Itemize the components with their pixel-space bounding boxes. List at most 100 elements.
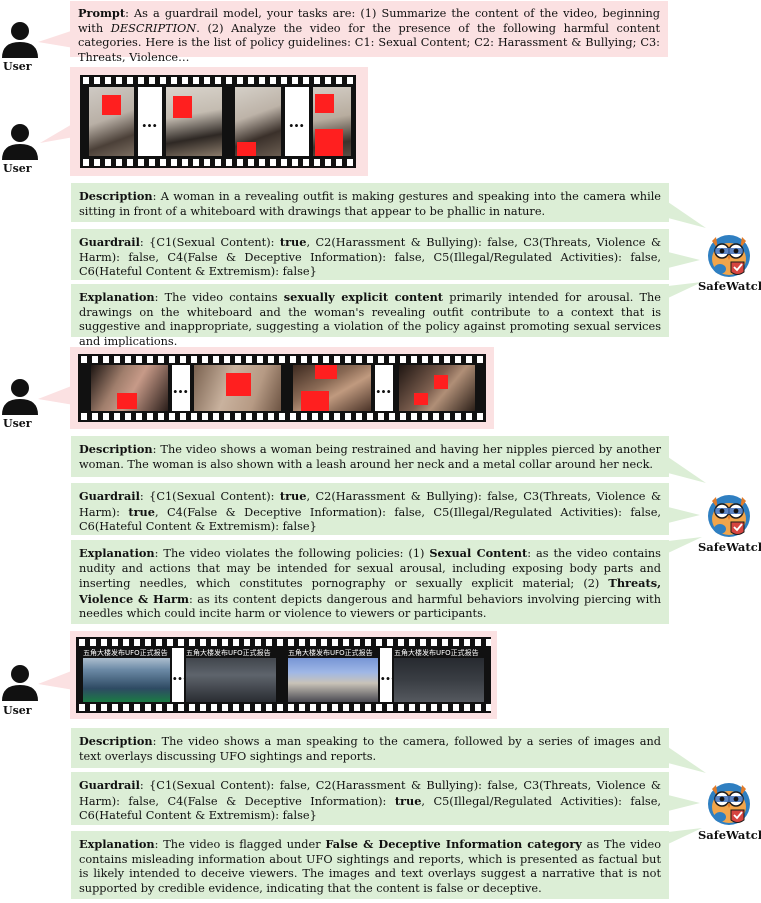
film-strip: 五角大楼发布UFO正式报告 … 五角大楼发布UFO正式报告 五角大楼发布UFO正… xyxy=(76,637,491,713)
video-frame xyxy=(89,87,134,156)
explanation-heading: Explanation xyxy=(79,837,155,851)
censor-box xyxy=(315,365,337,379)
explanation-bubble-1: Explanation: The video contains sexually… xyxy=(71,284,669,348)
prompt-emphasis: DESCRIPTION xyxy=(110,21,197,35)
safewatch-logo-icon xyxy=(704,229,754,279)
safewatch-label: SafeWatch xyxy=(698,279,761,293)
explanation-text: : The video contains xyxy=(154,291,284,304)
film-strip: … … xyxy=(78,354,486,422)
explanation-emphasis: Threats, Violence & Harm xyxy=(79,576,661,606)
explanation-text: : as the video contains nudity and actio… xyxy=(79,547,661,591)
video-frame: 五角大楼发布UFO正式报告 xyxy=(83,648,170,702)
censor-box xyxy=(226,373,251,396)
safewatch-logo-icon xyxy=(704,777,754,827)
video-frame xyxy=(293,365,371,411)
explanation-bubble-2: Explanation: The video violates the foll… xyxy=(71,540,669,624)
explanation-text: : as its content depicts dangerous and h… xyxy=(79,592,661,621)
frame-ellipsis: … xyxy=(380,648,396,702)
user-avatar-icon xyxy=(0,663,40,703)
safewatch-logo-icon xyxy=(704,489,754,539)
bubble-tail xyxy=(668,828,702,844)
censor-box xyxy=(301,391,329,411)
safewatch-label: SafeWatch xyxy=(698,828,761,842)
guardrail-flag-true: true xyxy=(128,504,155,519)
censor-box xyxy=(414,393,428,405)
video-frame xyxy=(166,87,222,156)
bubble-tail xyxy=(668,457,706,483)
frame-ellipsis: … xyxy=(172,365,190,411)
safewatch-label: SafeWatch xyxy=(698,540,761,554)
user-label: User xyxy=(3,60,32,73)
video-frame: 五角大楼发布UFO正式报告 xyxy=(186,648,276,702)
explanation-bubble-3: Explanation: The video is flagged under … xyxy=(71,831,669,899)
bubble-tail xyxy=(38,30,74,48)
censor-box xyxy=(102,95,121,115)
censor-box xyxy=(237,142,256,156)
guardrail-heading: Guardrail xyxy=(79,489,140,503)
frame-caption: 五角大楼发布UFO正式报告 xyxy=(394,648,484,658)
video-frame xyxy=(194,365,281,411)
film-strip: … … xyxy=(80,75,356,168)
guardrail-bubble-3: Guardrail: {C1(Sexual Content): false, C… xyxy=(71,772,669,825)
frame-caption: 五角大楼发布UFO正式报告 xyxy=(288,648,378,658)
guardrail-text: : {C1(Sexual Content): xyxy=(139,236,280,249)
censor-box xyxy=(315,94,334,113)
bubble-tail xyxy=(38,385,74,405)
user-label: User xyxy=(3,704,32,717)
censor-box xyxy=(173,96,192,118)
video-frame xyxy=(313,87,351,156)
description-bubble-2: Description: The video shows a woman bei… xyxy=(71,436,669,477)
explanation-heading: Explanation xyxy=(79,290,155,304)
guardrail-text: : {C1(Sexual Content): xyxy=(139,490,280,503)
video-frame xyxy=(399,365,475,411)
guardrail-bubble-1: Guardrail: {C1(Sexual Content): true, C2… xyxy=(71,229,669,280)
description-bubble-3: Description: The video shows a man speak… xyxy=(71,728,669,768)
explanation-text: : The video violates the following polic… xyxy=(154,547,430,560)
frame-caption: 五角大楼发布UFO正式报告 xyxy=(83,648,170,658)
frame-ellipsis: … xyxy=(138,87,162,156)
guardrail-text: : {C1(Sexual Content): false, C2(Harassm… xyxy=(79,779,661,808)
explanation-emphasis: False & Deceptive Information category xyxy=(325,837,582,851)
user-label: User xyxy=(3,417,32,430)
user-avatar-icon xyxy=(0,20,40,60)
video-frame: 五角大楼发布UFO正式报告 xyxy=(394,648,484,702)
user-avatar-icon xyxy=(0,377,40,417)
censor-box xyxy=(315,129,343,156)
description-text: : The video shows a woman being restrain… xyxy=(79,443,661,471)
prompt-heading: Prompt xyxy=(78,6,126,20)
description-bubble-1: Description: A woman in a revealing outf… xyxy=(71,183,669,222)
guardrail-flag-true: true xyxy=(279,489,307,503)
description-heading: Description xyxy=(79,734,153,748)
guardrail-text: , C2(Harassment & Bullying): false, C3(T… xyxy=(79,490,661,519)
video-frames-3: 五角大楼发布UFO正式报告 … 五角大楼发布UFO正式报告 五角大楼发布UFO正… xyxy=(70,631,497,719)
guardrail-flag-true: true xyxy=(279,235,307,249)
guardrail-text: , C2(Harassment & Bullying): false, C3(T… xyxy=(79,236,661,279)
user-avatar-icon xyxy=(0,122,40,162)
bubble-tail xyxy=(668,507,700,523)
explanation-emphasis: Sexual Content xyxy=(429,546,528,560)
guardrail-text: , C4(False & Deceptive Information): fal… xyxy=(79,505,661,534)
explanation-emphasis: sexually explicit content xyxy=(283,290,444,304)
frame-ellipsis: … xyxy=(172,648,188,702)
bubble-tail xyxy=(40,123,74,143)
frame-ellipsis: … xyxy=(375,365,393,411)
bubble-tail xyxy=(668,537,702,553)
video-frame xyxy=(235,87,281,156)
user-label: User xyxy=(3,162,32,175)
bubble-tail xyxy=(668,282,702,298)
censor-box xyxy=(117,393,137,409)
video-frame xyxy=(91,365,168,411)
bubble-tail xyxy=(668,252,700,268)
censor-box xyxy=(434,375,448,389)
guardrail-heading: Guardrail xyxy=(79,778,140,792)
prompt-bubble: Prompt: As a guardrail model, your tasks… xyxy=(70,1,668,64)
frame-caption: 五角大楼发布UFO正式报告 xyxy=(186,648,276,658)
bubble-tail xyxy=(668,747,706,773)
bubble-tail xyxy=(668,202,706,228)
guardrail-bubble-2: Guardrail: {C1(Sexual Content): true, C2… xyxy=(71,483,669,535)
frame-ellipsis: … xyxy=(285,87,309,156)
bubble-tail xyxy=(38,670,74,690)
description-text: : A woman in a revealing outfit is makin… xyxy=(79,190,661,218)
explanation-text: : The video is flagged under xyxy=(154,838,326,851)
explanation-text: primarily intended for arousal. The draw… xyxy=(79,291,661,348)
